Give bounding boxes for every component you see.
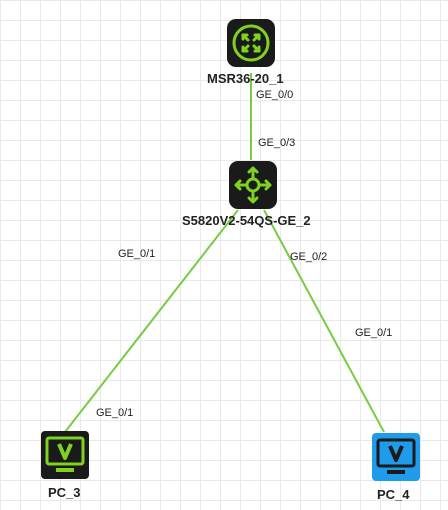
link-switch-pc4[interactable] <box>263 209 385 433</box>
port-label-switch-ge01: GE_0/1 <box>118 248 156 260</box>
port-label-switch-ge03: GE_0/3 <box>258 137 296 149</box>
device-switch[interactable] <box>228 160 278 210</box>
monitor-icon <box>372 433 420 481</box>
port-label-pc3-ge01: GE_0/1 <box>96 407 134 419</box>
monitor-icon <box>41 431 89 479</box>
port-label-pc4-ge01: GE_0/1 <box>355 327 393 339</box>
device-router[interactable] <box>226 18 276 68</box>
l3-switch-icon <box>229 161 277 209</box>
router-icon <box>227 19 275 67</box>
device-pc4[interactable] <box>371 432 421 482</box>
router-label: MSR36-20_1 <box>207 71 284 86</box>
port-label-router-ge00: GE_0/0 <box>256 89 294 101</box>
pc3-label: PC_3 <box>48 485 81 500</box>
link-switch-pc3[interactable] <box>64 209 239 433</box>
device-pc3[interactable] <box>40 430 90 480</box>
pc4-label: PC_4 <box>377 487 410 502</box>
port-label-switch-ge02: GE_0/2 <box>290 251 328 263</box>
switch-label: S5820V2-54QS-GE_2 <box>182 213 311 228</box>
